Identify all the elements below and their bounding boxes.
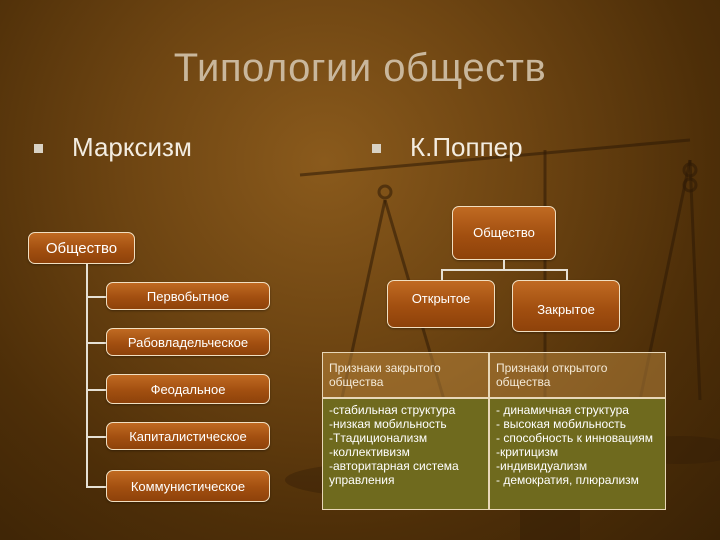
bullet-square-icon bbox=[34, 144, 43, 153]
popper-open-box: Открытое bbox=[387, 280, 495, 328]
bullet-square-icon bbox=[372, 144, 381, 153]
table-cell-closed-traits: -стабильная структура -низкая мобильност… bbox=[322, 398, 489, 510]
popper-closed-label: Закрытое bbox=[537, 302, 595, 317]
list-item: - способность к инновациям bbox=[496, 431, 654, 445]
list-item: -коллективизм bbox=[329, 445, 410, 459]
stage-label: Капиталистическое bbox=[129, 429, 247, 444]
stage-label: Рабовладельческое bbox=[127, 335, 249, 350]
list-item: -авторитарная система bbox=[329, 459, 459, 473]
bullet-marxism-label: Марксизм bbox=[72, 132, 192, 162]
connector bbox=[86, 389, 106, 391]
list-item: управления bbox=[329, 473, 395, 487]
stage-box-capitalist: Капиталистическое bbox=[106, 422, 270, 450]
connector bbox=[86, 436, 106, 438]
header-text: Признаки открытого общества bbox=[496, 361, 608, 389]
connector bbox=[441, 269, 567, 271]
stage-box-primitive: Первобытное bbox=[106, 282, 270, 310]
stage-box-communist: Коммунистическое bbox=[106, 470, 270, 502]
bullet-popper-label: К.Поппер bbox=[410, 132, 523, 162]
connector bbox=[86, 296, 106, 298]
stage-box-slave: Рабовладельческое bbox=[106, 328, 270, 356]
marxism-root-label: Общество bbox=[45, 240, 118, 257]
list-item: -индивидуализм bbox=[496, 459, 588, 473]
popper-closed-box: Закрытое bbox=[512, 280, 620, 332]
stage-label: Коммунистическое bbox=[130, 479, 246, 494]
list-item: - демократия, плюрализм bbox=[496, 473, 639, 487]
list-item: - высокая мобильность bbox=[496, 417, 626, 431]
table-header-closed: Признаки закрытого общества bbox=[322, 352, 489, 398]
marxism-connector-vertical bbox=[86, 264, 88, 488]
connector bbox=[503, 260, 505, 270]
connector bbox=[441, 269, 443, 281]
connector bbox=[86, 342, 106, 344]
header-text: Признаки закрытого общества bbox=[329, 361, 441, 389]
table-header-open: Признаки открытого общества bbox=[489, 352, 666, 398]
table-cell-open-traits: - динамичная структура - высокая мобильн… bbox=[489, 398, 666, 510]
list-item: -Ттадиционализм bbox=[329, 431, 428, 445]
page-title: Типологии обществ bbox=[173, 46, 547, 90]
stage-box-feudal: Феодальное bbox=[106, 374, 270, 404]
list-item: -стабильная структура bbox=[329, 403, 456, 417]
connector bbox=[86, 486, 106, 488]
comparison-table: Признаки закрытого общества Признаки отк… bbox=[322, 352, 666, 510]
stage-label: Феодальное bbox=[150, 382, 226, 397]
popper-root-label: Общество bbox=[473, 225, 535, 240]
list-item: -критицизм bbox=[496, 445, 559, 459]
connector bbox=[566, 269, 568, 281]
list-item: - динамичная структура bbox=[496, 403, 629, 417]
list-item: -низкая мобильность bbox=[329, 417, 447, 431]
popper-open-label: Открытое bbox=[411, 291, 471, 306]
popper-root-box: Общество bbox=[452, 206, 556, 260]
marxism-root-box: Общество bbox=[28, 232, 135, 264]
stage-label: Первобытное bbox=[146, 289, 230, 304]
